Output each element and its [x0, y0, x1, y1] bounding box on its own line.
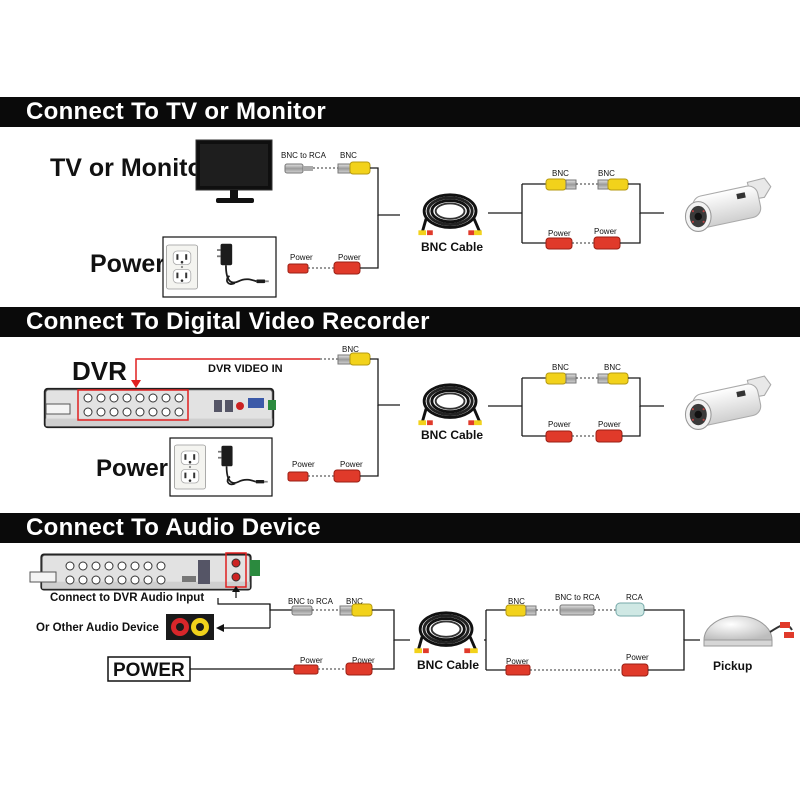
out-power-jack-icon	[593, 236, 621, 250]
dvr-video-inputs-highlight	[77, 389, 189, 421]
video-in-arrow	[135, 358, 320, 382]
out-bnc-yellow-icon	[545, 178, 577, 191]
label-bnc: BNC	[340, 151, 357, 160]
section-banner-dvr: Connect To Digital Video Recorder	[0, 307, 800, 337]
monitor-icon	[195, 139, 273, 203]
section-tv: TV or Monitor Power BNC to RCA BNC Power…	[50, 139, 772, 298]
dvr-label-power-b: Power	[340, 460, 363, 469]
section-dvr: DVR DVR VIDEO IN Power BNC	[43, 345, 772, 497]
audio-bnc-to-rca-icon	[291, 605, 313, 616]
section-title-audio: Connect To Audio Device	[26, 514, 321, 541]
audio-bnc-cable-label: BNC Cable	[417, 658, 479, 672]
dvr-label-out-bnc-b: BNC	[604, 363, 621, 372]
audio-out-power-jack-icon	[621, 663, 649, 677]
bnc-connector-yellow-icon	[337, 161, 371, 175]
dvr-out-bnc-yellow-icon	[545, 372, 567, 385]
pickup-microphone-icon	[703, 615, 794, 647]
power-plug-red-icon	[287, 263, 309, 274]
connect-dvr-audio-input-label: Connect to DVR Audio Input	[50, 592, 204, 604]
other-audio-device-label: Or Other Audio Device	[36, 622, 159, 634]
dvr-label-out-bnc-a: BNC	[552, 363, 569, 372]
label-power-a: Power	[290, 253, 313, 262]
dvr-rear-ports	[214, 398, 276, 412]
dvr-video-in-label: DVR VIDEO IN	[208, 363, 283, 375]
audio-label-out-rca: RCA	[626, 593, 644, 602]
audio-label-bnc-to-rca: BNC to RCA	[288, 597, 334, 606]
dvr-power-plug-icon	[287, 471, 309, 482]
audio-out-bnc-yellow-icon	[505, 604, 527, 617]
dvr-out-bnc-male-icon	[597, 373, 609, 384]
dvr-label-bnc: BNC	[342, 345, 359, 354]
tv-power-label: Power	[90, 250, 165, 278]
audio-label-out-bnc: BNC	[508, 597, 525, 606]
label-out-bnc-a: BNC	[552, 169, 569, 178]
audio-bnc-cable-coil-icon	[414, 611, 480, 655]
section-title-dvr: Connect To Digital Video Recorder	[26, 308, 430, 335]
audio-power-jack-icon	[345, 662, 373, 676]
audio-label-out-bnc-to-rca: BNC to RCA	[555, 593, 601, 602]
bullet-camera-icon	[684, 177, 772, 233]
dvr-label: DVR	[72, 356, 127, 386]
power-jack-red-icon	[333, 261, 361, 275]
tv-monitor-label: TV or Monitor	[50, 154, 213, 182]
audio-label-power-a: Power	[300, 656, 323, 665]
dvr-label-out-power-a: Power	[548, 420, 571, 429]
wall-outlet-icon	[166, 244, 198, 290]
label-bnc-to-rca: BNC to RCA	[281, 151, 327, 160]
audio-bnc-yellow-icon	[339, 605, 353, 616]
dvr-label-out-power-b: Power	[598, 420, 621, 429]
audio-out-power-plug-icon	[505, 664, 531, 676]
audio-out-bnc-to-rca-icon	[559, 604, 595, 616]
bnc-cable-coil-icon	[418, 193, 484, 237]
dvr-power-jack-icon	[333, 469, 361, 483]
audio-label-out-power-a: Power	[506, 657, 529, 666]
audio-dvr-recorder-icon	[39, 552, 253, 592]
dvr-bnc-cable-coil-icon	[418, 383, 484, 427]
out-bnc-male-icon	[597, 178, 629, 191]
dvr-power-label: Power	[96, 455, 168, 482]
dvr-bnc-connector-icon	[337, 352, 371, 366]
section-audio: Connect to DVR Audio Input Or Other Audi…	[29, 552, 794, 682]
label-out-bnc-b: BNC	[598, 169, 615, 178]
section-banner-tv: Connect To TV or Monitor	[0, 97, 800, 127]
audio-label-out-power-b: Power	[626, 653, 649, 662]
dvr-out-power-jack-icon	[595, 429, 623, 443]
section-banner-audio: Connect To Audio Device	[0, 513, 800, 543]
bnc-to-rca-connector-icon	[284, 163, 313, 174]
rca-jack-pair-icon	[166, 614, 214, 640]
audio-power-label: POWER	[113, 660, 185, 681]
dvr-wall-outlet-icon	[174, 444, 206, 490]
dvr-label-power-a: Power	[292, 460, 315, 469]
dvr-bullet-camera-icon	[684, 375, 772, 431]
dvr-caution-label	[45, 403, 71, 415]
label-out-power-b: Power	[594, 227, 617, 236]
audio-power-box	[107, 656, 191, 682]
label-power-b: Power	[338, 253, 361, 262]
dvr-bnc-ports	[83, 393, 184, 417]
audio-label-bnc: BNC	[346, 597, 363, 606]
bnc-cable-label: BNC Cable	[421, 240, 483, 254]
audio-dvr-bnc-ports	[65, 561, 166, 585]
out-power-plug-icon	[545, 237, 573, 250]
label-out-power-a: Power	[548, 229, 571, 238]
dvr-out-power-plug-icon	[545, 430, 573, 443]
dvr-bnc-cable-label: BNC Cable	[421, 428, 483, 442]
audio-out-rca-icon	[615, 602, 645, 617]
section-title-tv: Connect To TV or Monitor	[26, 98, 327, 125]
audio-power-plug-icon	[293, 664, 319, 675]
audio-label-power-b: Power	[352, 656, 375, 665]
pickup-label: Pickup	[713, 659, 752, 673]
